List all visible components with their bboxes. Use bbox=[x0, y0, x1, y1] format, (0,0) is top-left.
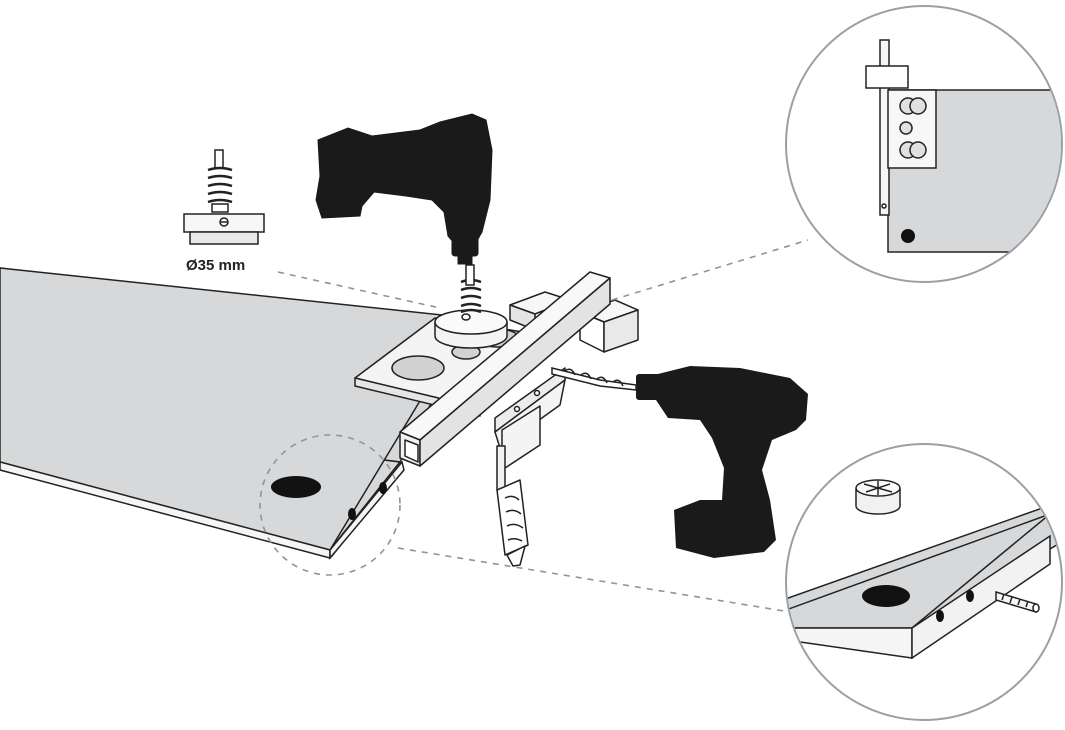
callout-top-detail bbox=[785, 5, 1063, 283]
forstner-bit-placed bbox=[434, 264, 508, 349]
wooden-dowel-icon bbox=[995, 590, 1040, 614]
forstner-bit-icon bbox=[183, 149, 265, 245]
cordless-drill-icon-side bbox=[551, 366, 808, 558]
hinge-cup-hole-bottom bbox=[862, 585, 910, 607]
edge-hole-2 bbox=[379, 482, 387, 494]
detail-focus-circle bbox=[259, 434, 401, 576]
diameter-label: Ø35 mm bbox=[186, 257, 245, 274]
edge-hole-1 bbox=[348, 508, 356, 520]
callout-lines bbox=[259, 239, 809, 613]
cam-lock-fitting-icon bbox=[855, 479, 901, 515]
callout-bottom-detail bbox=[785, 443, 1063, 721]
hinge-cup-hole-detail bbox=[901, 229, 915, 243]
hinge-cup-hole bbox=[271, 476, 321, 498]
main-board bbox=[0, 267, 472, 561]
cordless-drill-icon bbox=[315, 113, 493, 265]
drill-jig-icon bbox=[354, 271, 639, 567]
